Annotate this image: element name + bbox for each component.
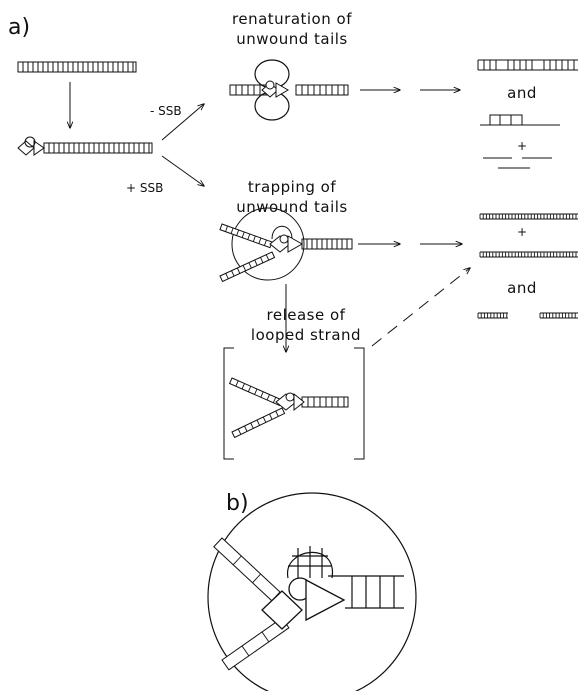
plus-label-2: +	[517, 225, 527, 239]
helicase-bound-duplex	[18, 137, 152, 155]
release-structure	[224, 348, 364, 459]
renaturation-products: and +	[478, 60, 578, 168]
panel-b-label: b)	[226, 491, 249, 516]
trapping-label-2: unwound tails	[236, 198, 348, 216]
panel-b-enlarged-view	[208, 493, 416, 691]
trapping-label-1: trapping of	[248, 178, 336, 196]
initial-duplex	[18, 62, 136, 72]
plus-ssb-label: + SSB	[126, 181, 163, 195]
arrow-plus-ssb	[162, 156, 204, 186]
and-label-2: and	[507, 279, 537, 297]
left-bracket	[224, 348, 234, 459]
renaturation-label-1: renaturation of	[232, 10, 352, 28]
diamond-icon	[18, 141, 34, 155]
trapping-products: + and	[478, 214, 578, 318]
release-label-1: release of	[267, 306, 346, 324]
and-label-1: and	[507, 84, 537, 102]
plus-label-1: +	[517, 139, 527, 153]
release-label-2: looped strand	[251, 326, 361, 344]
renaturation-structure	[230, 60, 348, 120]
renaturation-label-2: unwound tails	[236, 30, 348, 48]
minus-ssb-label: - SSB	[150, 104, 182, 118]
trapping-structure	[220, 208, 352, 281]
right-bracket	[354, 348, 364, 459]
triangle-icon	[306, 580, 344, 620]
triangle-icon	[34, 141, 44, 155]
dashed-arrow	[372, 268, 470, 346]
panel-a-label: a)	[8, 15, 30, 40]
